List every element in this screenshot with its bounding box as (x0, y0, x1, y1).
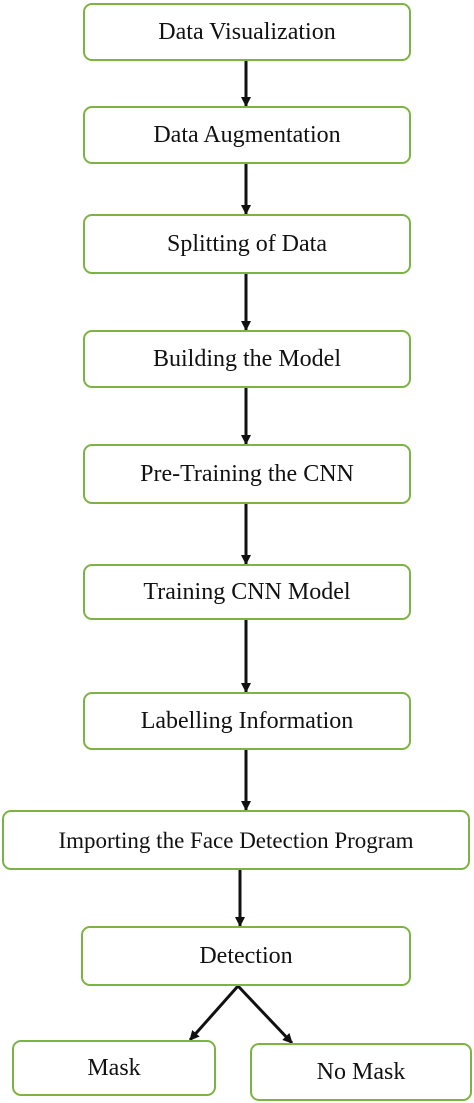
arrow-detection-to-mask (188, 985, 240, 1041)
step-building-the-model: Building the Model (83, 330, 411, 388)
step-importing-face-detection-program: Importing the Face Detection Program (2, 810, 470, 870)
outcome-mask: Mask (12, 1040, 216, 1096)
step-training-cnn-model: Training CNN Model (83, 564, 411, 620)
step-pre-training-cnn-label: Pre-Training the CNN (140, 461, 354, 487)
step-splitting-of-data: Splitting of Data (83, 214, 411, 274)
step-building-the-model-label: Building the Model (153, 346, 341, 372)
step-splitting-of-data-label: Splitting of Data (167, 231, 327, 257)
step-data-visualization: Data Visualization (83, 3, 411, 61)
outcome-no-mask-label: No Mask (316, 1059, 406, 1085)
step-labelling-information-label: Labelling Information (140, 708, 354, 734)
step-importing-face-detection-program-label: Importing the Face Detection Program (58, 827, 414, 853)
outcome-no-mask: No Mask (250, 1043, 472, 1101)
step-training-cnn-model-label: Training CNN Model (143, 579, 351, 605)
outcome-mask-label: Mask (87, 1055, 141, 1081)
step-data-augmentation-label: Data Augmentation (153, 122, 341, 148)
step-pre-training-cnn: Pre-Training the CNN (83, 444, 411, 504)
arrow-detection-to-no-mask (236, 984, 294, 1045)
step-labelling-information: Labelling Information (83, 692, 411, 750)
step-detection: Detection (81, 926, 411, 986)
step-data-visualization-label: Data Visualization (158, 19, 336, 45)
step-detection-label: Detection (199, 943, 293, 969)
step-data-augmentation: Data Augmentation (83, 106, 411, 164)
